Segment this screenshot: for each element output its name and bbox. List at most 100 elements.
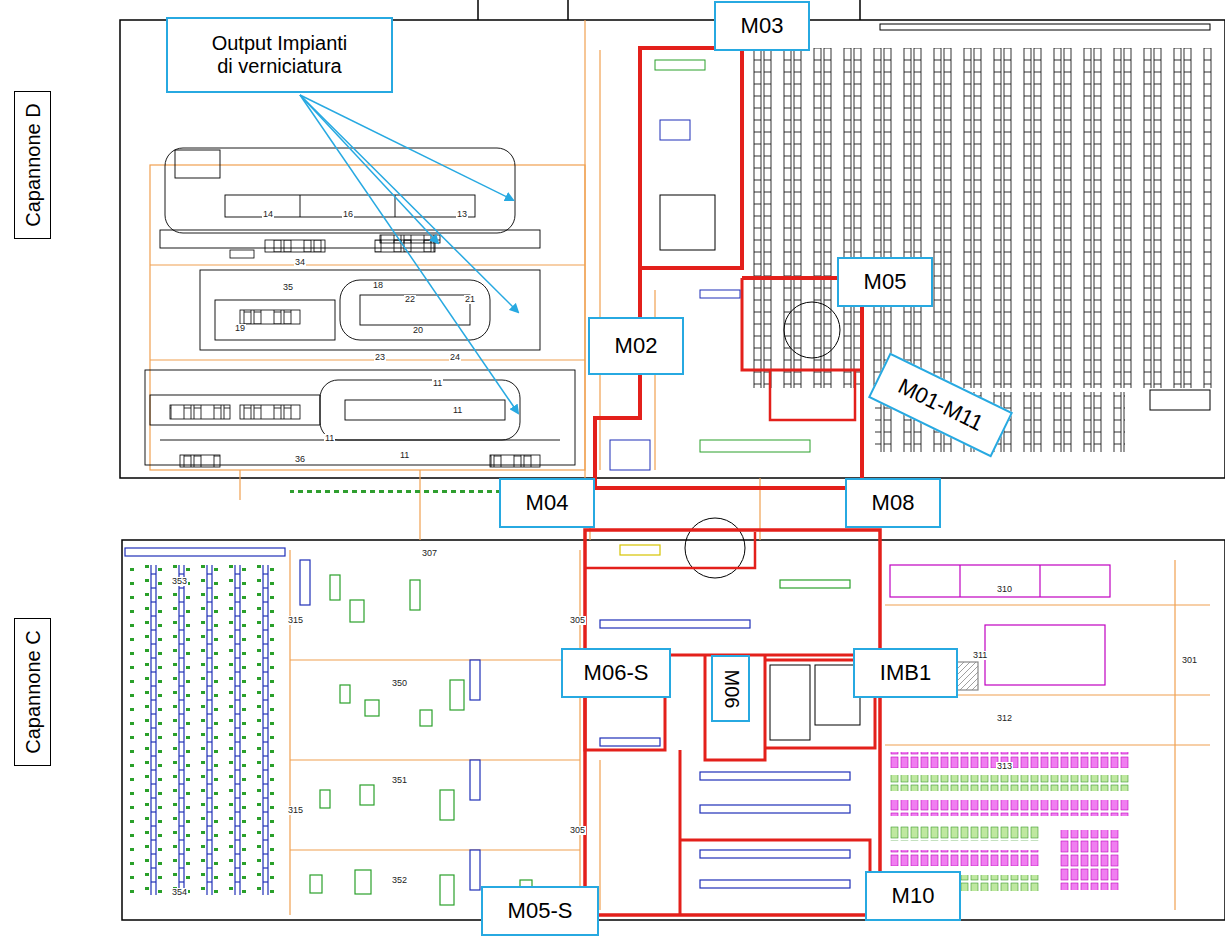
aisle-line: [584, 20, 585, 478]
painting-line: [165, 148, 515, 233]
equipment: [310, 545, 850, 905]
aisle-line: [239, 470, 240, 500]
equipment: [410, 580, 420, 610]
aisle-line: [150, 20, 760, 540]
area-number: 315: [287, 806, 304, 815]
area-number: 34: [294, 258, 306, 267]
aisle-line: [150, 264, 585, 265]
painting-line-detail: [230, 250, 254, 258]
zone-outline: [680, 840, 870, 915]
area-number: 307: [421, 549, 438, 558]
storage-rack: [600, 620, 750, 628]
magenta-area: [890, 825, 1040, 841]
equipment: [330, 575, 340, 600]
building-outline: [120, 0, 1225, 920]
area-number: 18: [372, 281, 384, 290]
aisle-line: [599, 50, 600, 470]
magenta-area: [890, 850, 1040, 866]
storage-rack: [130, 565, 280, 895]
area-number: 311: [972, 651, 988, 660]
zone-outline: [585, 532, 755, 568]
zone-outline: [640, 48, 742, 268]
aisle-line: [150, 165, 585, 470]
equipment: [340, 685, 350, 703]
callout-box: M05-S: [481, 886, 599, 936]
zone-label: M03: [740, 13, 784, 38]
aisle-line: [1174, 560, 1175, 910]
zone-equipment: [770, 665, 810, 740]
zone-label: IMB1: [879, 660, 932, 685]
area-number: 11: [432, 379, 443, 388]
building-outline: [859, 0, 861, 20]
storage-rack: [700, 805, 850, 813]
painting-line: [160, 440, 560, 441]
painting-line-detail: [180, 455, 220, 467]
area-number: 354: [171, 888, 188, 897]
area-number: 301: [1181, 656, 1198, 665]
painting-line: [360, 295, 470, 325]
zone-outline: [770, 370, 855, 420]
magenta-area: [890, 775, 1130, 791]
zone-equipment: [700, 290, 740, 298]
callout-box: M05: [837, 257, 933, 307]
zone-outline: [705, 655, 765, 760]
area-number: 13: [456, 210, 468, 219]
storage-rack: [470, 660, 480, 700]
equipment: [350, 600, 364, 622]
aisle-line: [290, 659, 580, 660]
area-number: 16: [342, 210, 354, 219]
painting-line-detail: [170, 405, 230, 419]
aisle-line: [579, 550, 580, 915]
zone-outline: [595, 48, 862, 488]
area-number: 20: [412, 326, 424, 335]
storage-rack: [700, 772, 850, 780]
leader-arrow: [300, 95, 518, 413]
storage-rack: [752, 24, 1212, 452]
callout-box: M03: [714, 1, 810, 51]
zone-outline: [585, 530, 880, 915]
magenta-area: [890, 565, 1130, 891]
painting-line: [215, 300, 335, 340]
area-number: 24: [449, 353, 461, 362]
zone-equipment: [610, 440, 650, 470]
zone-label: M08: [871, 490, 915, 515]
area-number: 305: [569, 826, 586, 835]
aisle-line: [419, 470, 420, 540]
storage-rack: [125, 548, 850, 895]
area-number: 351: [391, 776, 408, 785]
magenta-area: [985, 625, 1105, 685]
area-number: 36: [294, 455, 306, 464]
zone-outline: [585, 530, 880, 915]
painting-line: [175, 150, 220, 178]
storage-rack: [1150, 390, 1210, 410]
callout-box: M04: [499, 478, 595, 528]
storage-rack: [470, 760, 480, 800]
storage-rack: [470, 850, 480, 890]
zone-label: M06: [719, 669, 742, 708]
callout-box: M10: [865, 871, 961, 921]
equipment: [310, 875, 322, 893]
storage-rack: [600, 738, 660, 746]
painting-line: [160, 230, 540, 248]
aisle-line: [290, 759, 580, 760]
callout-box: IMB1: [853, 648, 958, 698]
leader-arrow: [300, 95, 518, 312]
area-number: 353: [171, 577, 188, 586]
zone-label: M01-M11: [893, 373, 988, 437]
zone-label: M10: [891, 883, 935, 908]
zone-label: Capannone D: [21, 103, 44, 226]
painting-line: [300, 195, 301, 217]
aisle-line: [290, 849, 580, 850]
aisle-line: [599, 760, 600, 910]
zone-equipment: [660, 195, 715, 250]
building-label-box: Capannone C: [14, 618, 51, 766]
area-number: 35: [282, 283, 294, 292]
area-number: 21: [464, 295, 476, 304]
magenta-area: [1060, 830, 1120, 890]
magenta-area: [959, 565, 960, 597]
area-number: 19: [234, 324, 246, 333]
aisle-line: [150, 359, 585, 360]
painting-line: [145, 148, 575, 465]
aisle-line: [885, 744, 1210, 745]
